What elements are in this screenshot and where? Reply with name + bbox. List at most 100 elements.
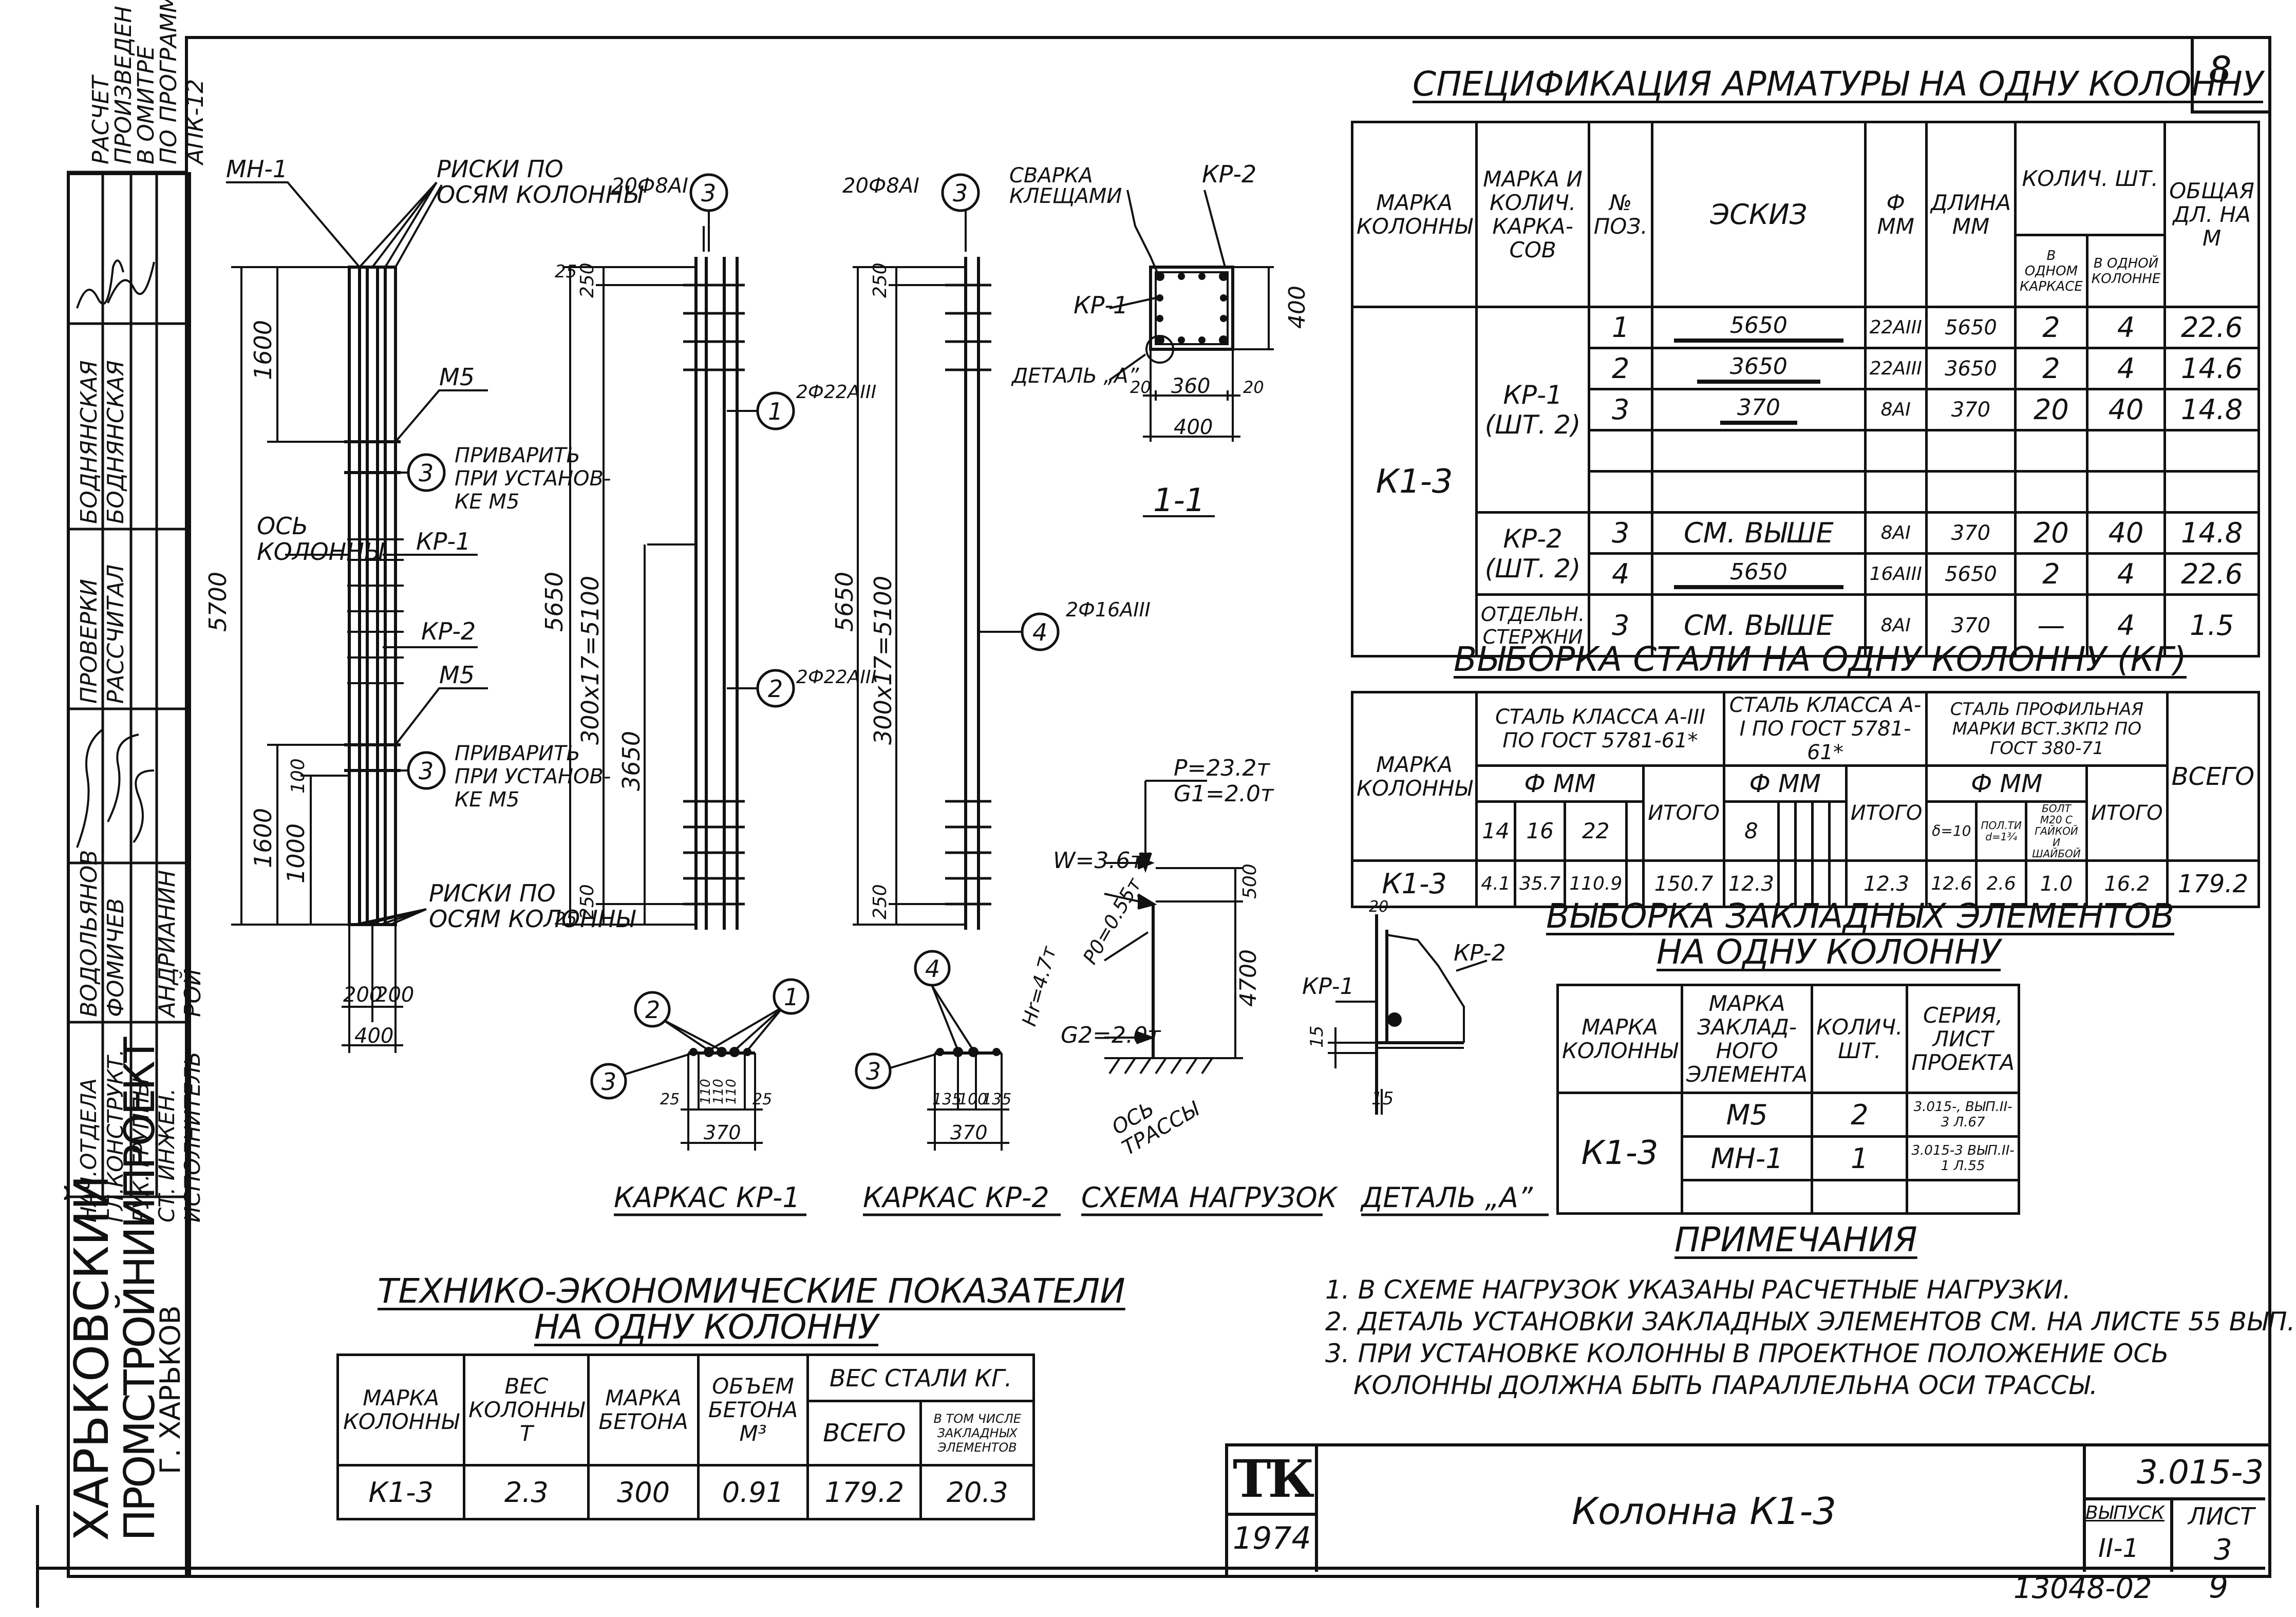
- caption-kr2: КАРКАС КР-2: [863, 1181, 1049, 1214]
- label-m5: М5: [439, 363, 475, 391]
- label-privarit-b2: ПРИ УСТАНОВ-: [455, 765, 611, 788]
- label-detal-a: ДЕТАЛЬ „А”: [1011, 364, 1139, 388]
- emb-empty: [1811, 1179, 1909, 1215]
- list-label: ЛИСТ: [2188, 1502, 2255, 1530]
- tech-h-total: ВСЕГО: [806, 1400, 923, 1466]
- emb-h-n: КОЛИЧ. ШТ.: [1811, 984, 1909, 1094]
- label-bar-top-1: 20Ф8АI: [611, 174, 688, 198]
- callout-number: 1: [768, 398, 783, 425]
- notes-title: ПРИМЕЧАНИЯ: [1674, 1220, 1917, 1259]
- emb-el: МН-1: [1681, 1135, 1814, 1181]
- left-rule: [36, 1505, 39, 1608]
- emb-h-el: МАРКА ЗАКЛАД-НОГО ЭЛЕМЕНТА: [1681, 984, 1814, 1094]
- spec-empty: [2085, 470, 2167, 514]
- dim-kr1-110c: 110: [724, 1079, 739, 1104]
- year: 1974: [1233, 1520, 1311, 1556]
- steel-v8: 12.3: [1722, 859, 1780, 908]
- callout-number: 3: [701, 179, 716, 207]
- spec-len: 3650: [1925, 347, 2017, 390]
- spec-sketch: 370: [1651, 388, 1867, 431]
- dim-100: 100: [288, 758, 309, 794]
- footer-page: 9: [2209, 1569, 2229, 1605]
- left-stamp: РАСЧЕТ ПРОИЗВЕДЕН В ОМИТРЕ ПО ПРОГРАММ А…: [0, 0, 209, 1572]
- spec-empty: [2163, 470, 2260, 514]
- steel-h-d: [1811, 800, 1831, 862]
- spec-h-total: ОБЩАЯ ДЛ. НА М: [2163, 121, 2260, 308]
- vypusk-label: ВЫПУСК: [2085, 1502, 2165, 1524]
- dim-250b: 250: [577, 884, 598, 919]
- dim-1600b: 1600: [249, 808, 277, 868]
- callout-circle: [689, 173, 728, 212]
- spec-pos: 3: [1588, 593, 1654, 657]
- spec-n2: 4: [2085, 552, 2167, 596]
- note-item: КОЛОННЫ ДОЛЖНА БЫТЬ ПАРАЛЛЕЛЬНА ОСИ ТРАС…: [1353, 1370, 2098, 1400]
- steel-h-d: 14: [1475, 800, 1517, 862]
- load-g1: G1=2.0т: [1174, 781, 1274, 807]
- section-label: 1-1: [1153, 481, 1205, 519]
- sheet-number: 8: [2209, 49, 2232, 91]
- dim-500: 500: [1239, 863, 1260, 899]
- cage-kr1-elevation: [562, 190, 760, 930]
- dim-200b: 200: [375, 983, 414, 1007]
- dim-250c: 250: [870, 262, 891, 298]
- note-item: 1. В СХЕМЕ НАГРУЗОК УКАЗАНЫ РАСЧЕТНЫЕ НА…: [1325, 1275, 2071, 1305]
- dim-4700: 4700: [1235, 949, 1262, 1007]
- callout-number: 3: [419, 459, 434, 487]
- spec-n1: 20: [2014, 388, 2088, 431]
- steel-mark: К1-3: [1350, 859, 1478, 908]
- tech-h-concrete: МАРКА БЕТОНА: [587, 1353, 700, 1466]
- emb-empty: [1906, 1179, 2020, 1215]
- label-m5-2: М5: [439, 661, 475, 689]
- spec-pos: 1: [1588, 306, 1654, 349]
- steel-h-mark: МАРКА КОЛОННЫ: [1350, 691, 1478, 862]
- dim-kr2-100: 100: [958, 1090, 987, 1108]
- callout-circle: [756, 669, 795, 708]
- dim-kr1-110b: 110: [711, 1079, 726, 1104]
- steel-itogo1: 150.7: [1642, 859, 1725, 908]
- dim-kr2-135a: 135: [932, 1090, 962, 1108]
- spec-sep-line: ОТДЕЛЬН.: [1481, 603, 1585, 626]
- steel-empty: [1794, 859, 1814, 908]
- callout-circle: [407, 453, 446, 492]
- callout-number: 3: [601, 1068, 616, 1096]
- title-block-series-sep: [2083, 1497, 2265, 1500]
- tech-h-steel: ВЕС СТАЛИ КГ.: [806, 1353, 1035, 1402]
- left-stamp-frame: [67, 172, 191, 1578]
- steel-p2: 2.6: [1975, 859, 2027, 908]
- spec-empty: [1864, 470, 1928, 514]
- spec-pos: 4: [1588, 552, 1654, 596]
- steel-p3: 1.0: [2024, 859, 2088, 908]
- label-kr2-sec: КР-2: [1202, 160, 1256, 188]
- callout-number: 3: [866, 1058, 881, 1085]
- emb-el: М5: [1681, 1092, 1814, 1138]
- signature-mark: [133, 769, 155, 843]
- dim-3650: 3650: [617, 731, 645, 791]
- load-p0: P0=0.55т: [1079, 873, 1146, 968]
- spec-empty: [2014, 429, 2088, 473]
- dim-200a: 200: [343, 983, 382, 1007]
- sheet-number-box: [2191, 36, 2268, 114]
- steel-h-phi1: Ф ММ: [1475, 764, 1645, 803]
- label-kr2-det: КР-2: [1454, 940, 1506, 966]
- spec-len: 370: [1925, 388, 2017, 431]
- steel-v22: 110.9: [1564, 859, 1628, 908]
- drawing-frame: [185, 36, 2271, 1578]
- signature-mark: [76, 259, 124, 309]
- steel-itogo2: 12.3: [1845, 859, 1928, 908]
- load-hr: Hr=4.7т: [1018, 943, 1061, 1028]
- label-bar-top-2: 20Ф8АI: [842, 174, 919, 198]
- steel-h-d: [1828, 800, 1848, 862]
- callout-number: 1: [784, 983, 799, 1011]
- spec-total: 14.8: [2163, 511, 2260, 555]
- dim-400-sec: 400: [1284, 286, 1310, 329]
- callout-circle: [407, 751, 446, 790]
- callout-number: 2: [768, 675, 783, 703]
- emb-h-mark: МАРКА КОЛОННЫ: [1556, 984, 1684, 1094]
- steel-h-d: 16: [1514, 800, 1567, 862]
- embedded-title: ВЫБОРКА ЗАКЛАДНЫХ ЭЛЕМЕНТОВ: [1546, 896, 2175, 936]
- dim-1600: 1600: [249, 320, 277, 380]
- dim-15a: 15: [1307, 1026, 1327, 1048]
- label-riski-bottom: РИСКИ ПО: [429, 879, 556, 907]
- spec-total: 14.6: [2163, 347, 2260, 390]
